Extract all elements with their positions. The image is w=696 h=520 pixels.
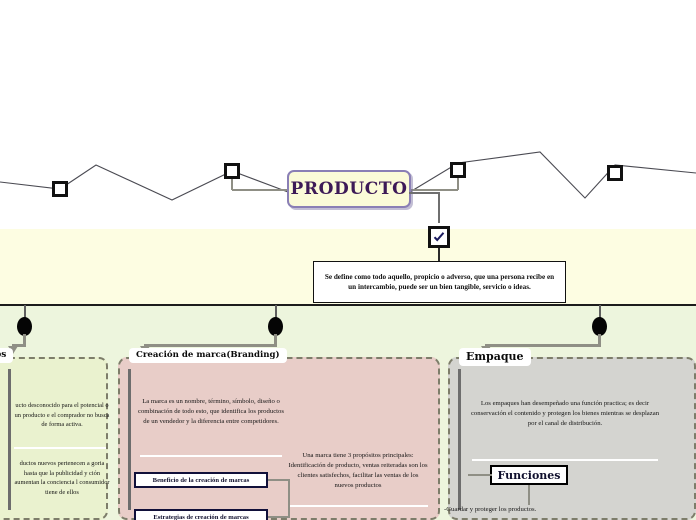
product-to-check-stem: [438, 193, 440, 223]
elbow-right-horizontal: [485, 344, 601, 347]
connector-empaque-funciones: [468, 474, 492, 476]
dot-drop-right: [599, 305, 601, 319]
panel-divider-no-buscados: [14, 447, 106, 449]
panel-body2-branding: Una marca tiene 3 propósitos principales…: [288, 452, 428, 490]
connector-branding-sub2: [268, 516, 290, 518]
panel-body-branding: La marca es un nombre, término, símbolo,…: [138, 398, 284, 426]
branch-dot-center[interactable]: [268, 317, 283, 336]
collapse-handle-4[interactable]: [607, 165, 623, 181]
elbow-center-vertical: [274, 334, 277, 346]
elbow-left-vertical: [23, 334, 26, 346]
panel-creacion-de-marca[interactable]: Creación de marca(Branding) La marca es …: [118, 348, 440, 520]
check-to-definition-stem: [438, 248, 440, 261]
subnode-label-estrategias: Estrategias de creación de marcas: [153, 513, 249, 520]
connector-left-stub: [232, 189, 288, 191]
central-node-label: PRODUCTO: [290, 179, 408, 199]
connector-funciones-list: [528, 485, 530, 505]
panel-accent-bar-branding: [128, 369, 131, 510]
subnode-label-funciones: Funciones: [497, 468, 561, 482]
connector-branding-sub1: [268, 479, 290, 481]
elbow-left-horizontal: [12, 344, 26, 347]
panel-divider-branding: [140, 455, 282, 457]
connector-handle2-drop: [231, 179, 233, 190]
elbow-center-horizontal: [144, 344, 277, 347]
connector-right-stub: [410, 189, 458, 191]
panel-title-branding: Creación de marca(Branding): [129, 348, 287, 363]
panel-body-empaque: Los empaques han desempeñado una función…: [470, 400, 660, 428]
panel-accent-bar: [8, 369, 11, 510]
connector-branding-sub-vertical: [288, 479, 290, 517]
connector-handle3-drop: [457, 178, 459, 190]
collapse-handle-3[interactable]: [450, 162, 466, 178]
elbow-right-vertical: [598, 334, 601, 346]
subnode-estrategias-creacion-marcas[interactable]: Estrategias de creación de marcas: [134, 509, 268, 520]
checkmark-icon: [433, 232, 445, 242]
dot-drop-left: [24, 305, 26, 319]
product-to-check-arm: [409, 192, 440, 194]
subnode-funciones[interactable]: Funciones: [490, 465, 568, 485]
panel-accent-bar-empaque: [458, 369, 461, 510]
panel-body-no-buscados: ucto desconocido para el potencial o un …: [14, 402, 110, 429]
subnode-beneficio-creacion-marcas[interactable]: Beneficio de la creación de marcas: [134, 472, 268, 488]
branch-dot-left[interactable]: [17, 317, 32, 336]
elbow-left-arrow: [8, 346, 18, 354]
panel-divider-empaque: [472, 459, 658, 461]
subnode-label-beneficio: Beneficio de la creación de marcas: [152, 476, 250, 484]
branch-dot-right[interactable]: [592, 317, 607, 336]
central-node-producto[interactable]: PRODUCTO: [287, 170, 411, 208]
checkmark-node[interactable]: [428, 226, 450, 248]
panel-empaque[interactable]: Empaque Los empaques han desempeñado una…: [444, 348, 696, 520]
panel-list-empaque: -Guardar y proteger los productos.: [444, 506, 537, 513]
collapse-handle-2[interactable]: [224, 163, 240, 179]
panel-divider-branding-2: [290, 505, 428, 507]
panel-productos-no-buscados[interactable]: dos ucto desconocido para el potencial o…: [0, 348, 110, 520]
dot-drop-center: [275, 305, 277, 319]
definition-box: Se define como todo aquello, propicio o …: [313, 261, 566, 303]
branch-rail: [0, 304, 696, 306]
definition-text: Se define como todo aquello, propicio o …: [324, 272, 555, 291]
collapse-handle-1[interactable]: [52, 181, 68, 197]
panel-body2-no-buscados: ductos nuevos pertenecen a goria hasta q…: [14, 460, 110, 496]
panel-title-empaque: Empaque: [459, 348, 531, 366]
panel-title-no-buscados: dos: [0, 348, 14, 363]
